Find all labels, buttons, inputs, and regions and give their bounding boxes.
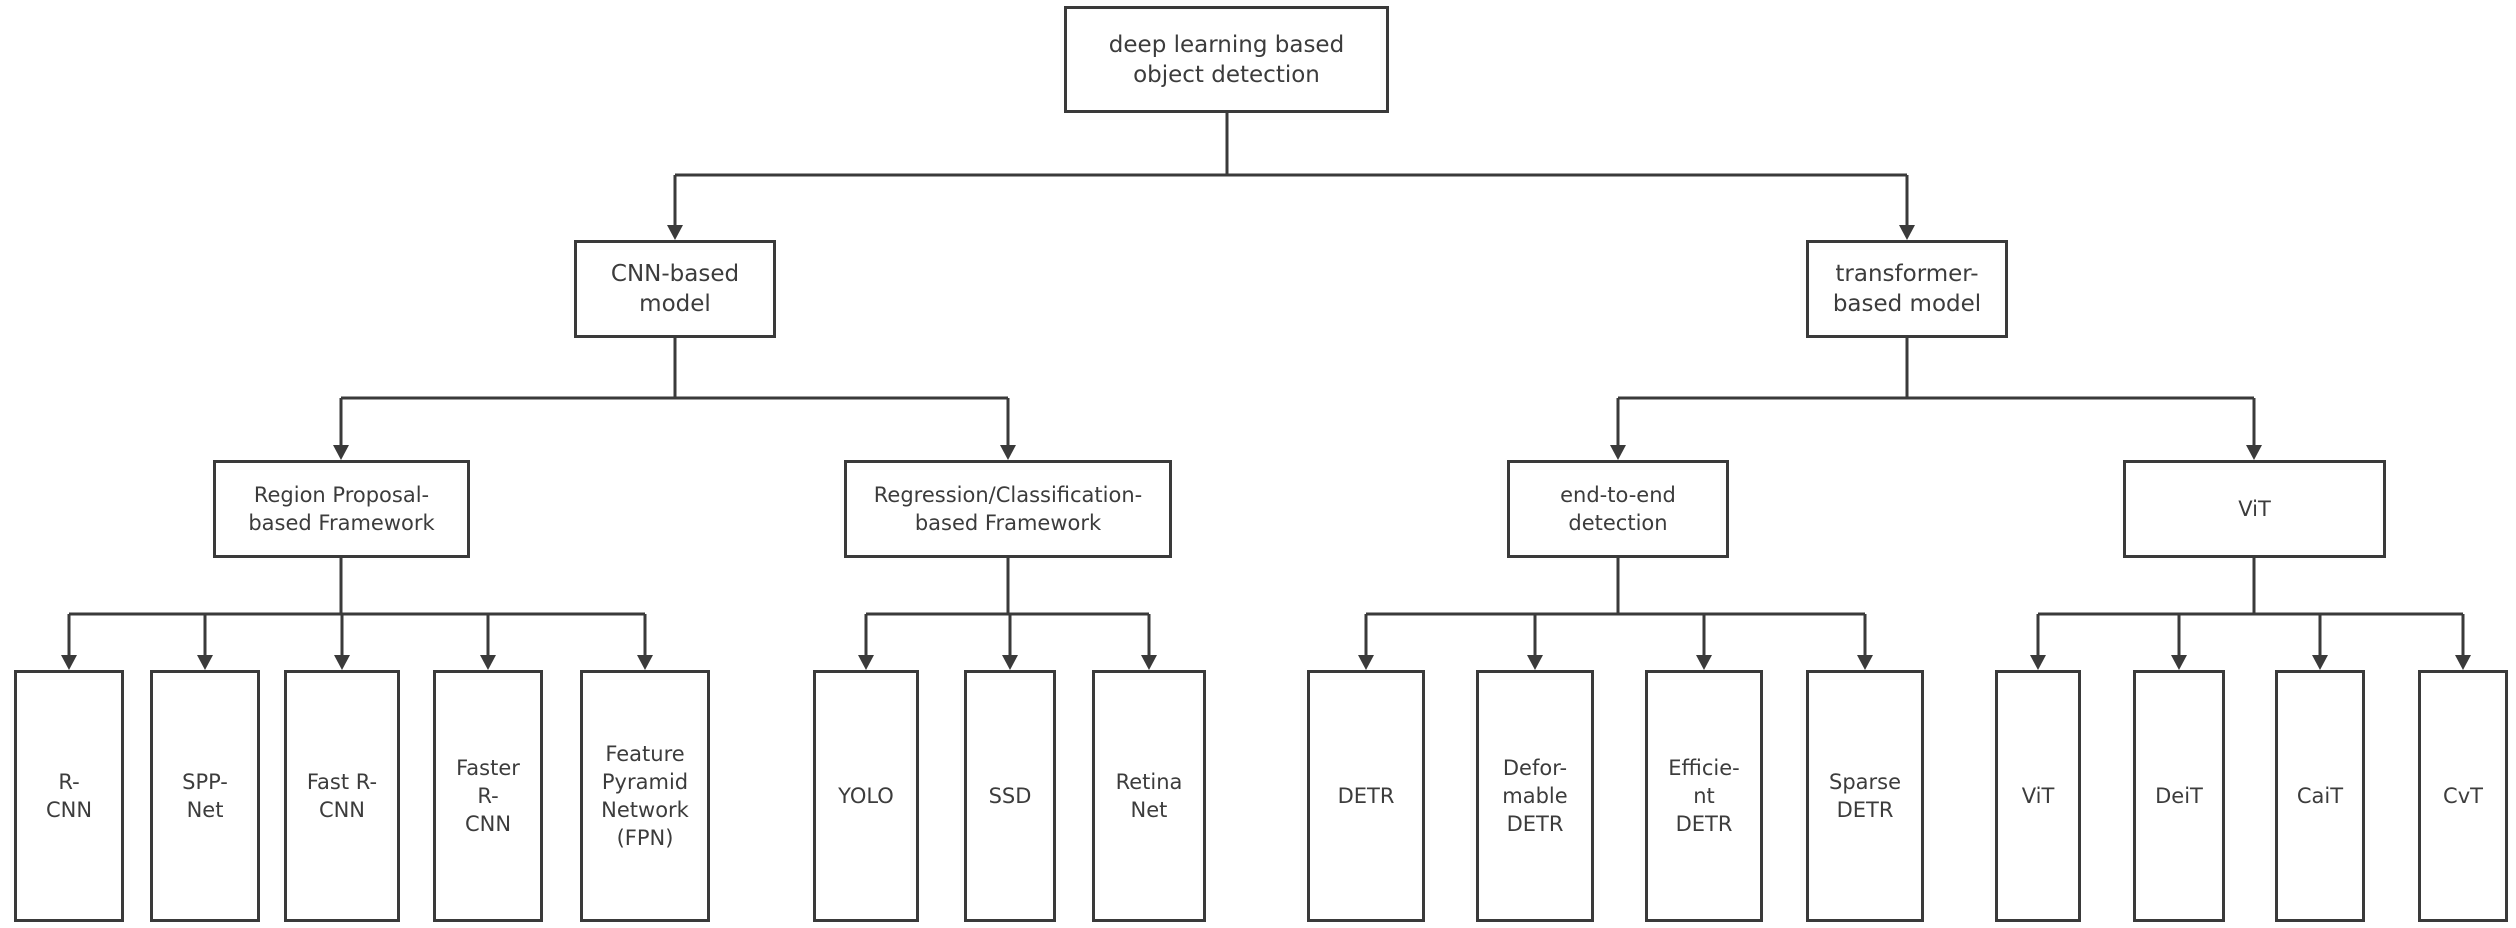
region-arrow-1 [197,655,213,670]
end2end-arrow-1 [1527,655,1543,670]
leaf-fast-r-cnn: Fast R- CNN [284,670,400,922]
leaf-cvt: CvT [2418,670,2508,922]
leaf-yolo: YOLO [813,670,919,922]
leaf-fpn: Feature Pyramid Network (FPN) [580,670,710,922]
cnn-based-model-node: CNN-based model [574,240,776,338]
leaf-sparse-detr: Sparse DETR [1806,670,1924,922]
cnn-arrow-0 [333,445,349,460]
leaf-ssd: SSD [964,670,1056,922]
root-node: deep learning based object detection [1064,6,1389,113]
region-arrow-2 [334,655,350,670]
leaf-spp-net: SPP- Net [150,670,260,922]
transformer-arrow-0 [1610,445,1626,460]
region-arrow-3 [480,655,496,670]
region-arrow-4 [637,655,653,670]
leaf-cait: CaiT [2275,670,2365,922]
regression-classification-framework-node: Regression/Classification- based Framewo… [844,460,1172,558]
leaf-deit: DeiT [2133,670,2225,922]
root-arrow-1 [1899,225,1915,240]
region-arrow-0 [61,655,77,670]
leaf-detr: DETR [1307,670,1425,922]
regression-arrow-0 [858,655,874,670]
end2end-arrow-3 [1857,655,1873,670]
end2end-arrow-2 [1696,655,1712,670]
end2end-arrow-0 [1358,655,1374,670]
end-to-end-detection-node: end-to-end detection [1507,460,1729,558]
vit-arrow-2 [2312,655,2328,670]
vit-arrow-3 [2455,655,2471,670]
vit-arrow-0 [2030,655,2046,670]
vit-arrow-1 [2171,655,2187,670]
transformer-based-model-node: transformer- based model [1806,240,2008,338]
transformer-arrow-1 [2246,445,2262,460]
vit-group-node: ViT [2123,460,2386,558]
leaf-faster-r-cnn: Faster R- CNN [433,670,543,922]
region-proposal-framework-node: Region Proposal- based Framework [213,460,470,558]
leaf-deformable-detr: Defor- mable DETR [1476,670,1594,922]
leaf-r-cnn: R- CNN [14,670,124,922]
regression-arrow-2 [1141,655,1157,670]
cnn-arrow-1 [1000,445,1016,460]
leaf-vit: ViT [1995,670,2081,922]
leaf-retina-net: Retina Net [1092,670,1206,922]
regression-arrow-1 [1002,655,1018,670]
root-arrow-0 [667,225,683,240]
leaf-efficient-detr: Efficie- nt DETR [1645,670,1763,922]
